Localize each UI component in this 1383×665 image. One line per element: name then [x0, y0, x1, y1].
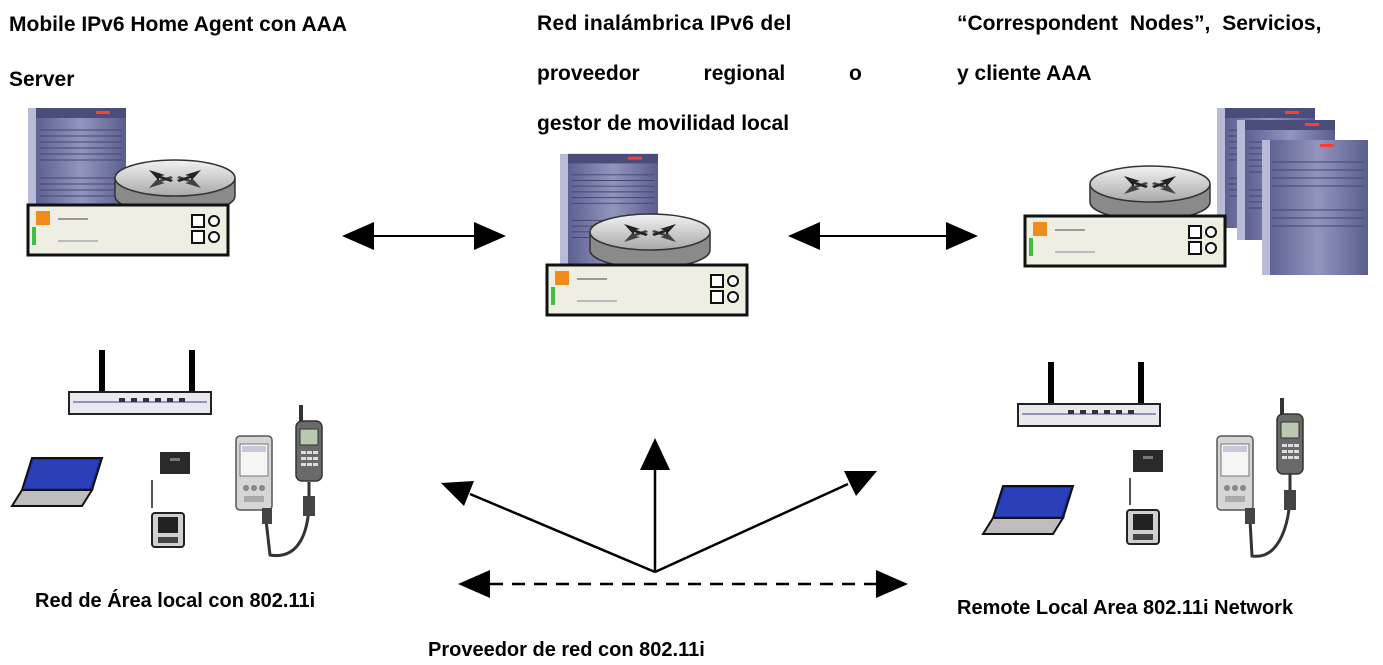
- local-cell-phone-icon: [262, 404, 323, 557]
- remote-laptop-icon: [982, 485, 1074, 535]
- label-correspondent-line2: y cliente AAA: [957, 62, 1092, 85]
- label-local-lan: Red de Área local con 802.11i: [35, 590, 316, 612]
- label-correspondent: “Correspondent Nodes”, Servicios, y clie…: [957, 13, 1367, 87]
- local-laptop-icon: [11, 457, 103, 507]
- label-provider-wireless-line1: Red inalámbrica IPv6 del: [537, 12, 792, 35]
- right-link-arrow: [788, 222, 978, 250]
- local-card-icon: [151, 512, 185, 548]
- label-provider-wireless-line2: proveedor regional o: [537, 62, 862, 85]
- local-modem-icon: [151, 452, 190, 508]
- remote-cell-phone-icon: [1245, 397, 1304, 558]
- provider-switch-icon: [545, 263, 749, 317]
- provider-router-icon: [589, 213, 711, 269]
- left-link-arrow: [342, 222, 506, 250]
- provider-dashed-link-arrow: [458, 570, 908, 598]
- label-correspondent-line1: “Correspondent Nodes”, Servicios,: [957, 12, 1322, 35]
- label-provider-wireless-line3: gestor de movilidad local: [537, 112, 790, 135]
- local-access-point-icon: [68, 349, 212, 415]
- provider-radiating-arrows: [441, 438, 877, 574]
- label-home-agent-line2: Server: [9, 68, 75, 91]
- label-provider-network: Proveedor de red con 802.11i: [428, 639, 705, 661]
- remote-pda-icon: [1216, 435, 1254, 511]
- correspondent-switch-icon: [1023, 214, 1227, 268]
- local-pda-icon: [235, 435, 273, 511]
- remote-modem-icon: [1129, 450, 1163, 505]
- label-provider-wireless: Red inalámbrica IPv6 del proveedor regio…: [537, 12, 862, 137]
- correspondent-router-icon: [1089, 165, 1211, 221]
- remote-card-icon: [1126, 509, 1160, 545]
- label-home-agent: Mobile IPv6 Home Agent con AAA Server: [9, 14, 409, 99]
- correspondent-server-front-icon: [1262, 140, 1368, 275]
- remote-access-point-icon: [1017, 361, 1161, 427]
- home-agent-switch-icon: [26, 203, 230, 257]
- label-remote-lan: Remote Local Area 802.11i Network: [957, 597, 1294, 619]
